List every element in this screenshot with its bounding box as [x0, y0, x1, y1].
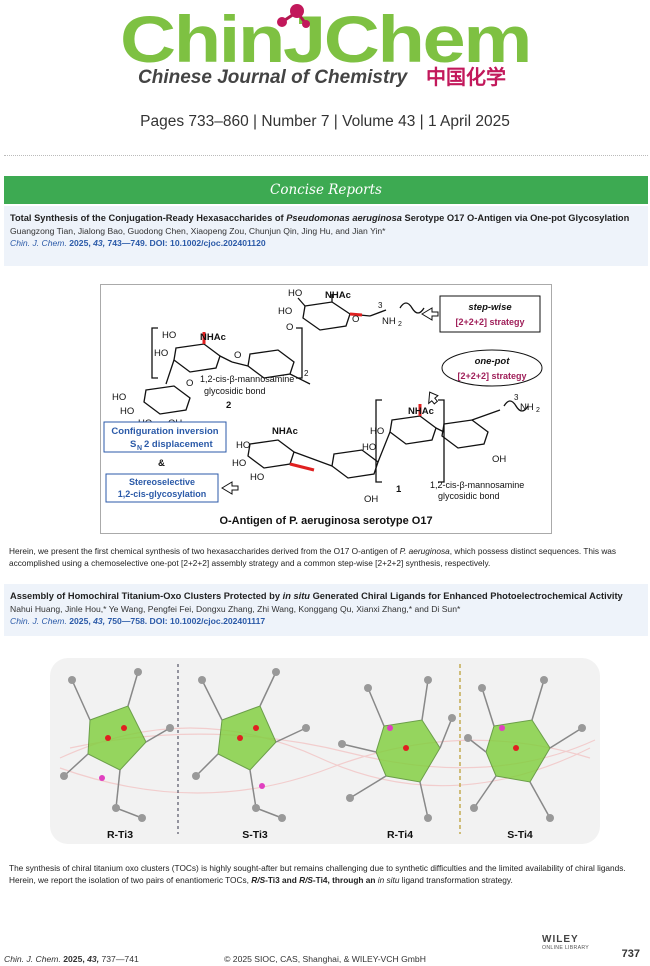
- cluster-label-s-ti4: S-Ti4: [507, 829, 533, 841]
- journal-name: Chinese Journal of Chemistry: [138, 67, 409, 88]
- svg-text:glycosidic bond: glycosidic bond: [438, 491, 500, 501]
- glycan-scheme: HO NHAc HO O O 3 NH 2 HO NHAc HO O O 2 H…: [100, 284, 552, 534]
- svg-text:HO: HO: [236, 440, 250, 451]
- cluster-s-ti3: [192, 668, 310, 822]
- svg-text:glycosidic bond: glycosidic bond: [204, 386, 266, 396]
- cluster-figure: R-Ti3 S-Ti3 R-Ti4 S-Ti4: [50, 658, 600, 844]
- svg-text:NHAc: NHAc: [325, 290, 351, 301]
- journal-name-cn: 中国化学: [426, 65, 506, 89]
- svg-text:HO: HO: [120, 406, 134, 417]
- svg-text:2: 2: [536, 407, 540, 414]
- svg-text:step-wise: step-wise: [468, 302, 512, 313]
- article-authors-1: Guangzong Tian, Jialong Bao, Guodong Che…: [10, 226, 386, 236]
- cluster-label-r-ti3: R-Ti3: [107, 829, 133, 841]
- article-abstract-1: Herein, we present the first chemical sy…: [9, 546, 617, 568]
- svg-text:HO: HO: [250, 472, 264, 483]
- cluster-r-ti4: [338, 676, 456, 822]
- svg-text:2 displacement: 2 displacement: [144, 439, 213, 450]
- svg-text:O: O: [286, 322, 293, 333]
- journal-logo: ChinJChem Chinese Journal of Chemistry 中…: [120, 2, 532, 89]
- svg-text:3: 3: [378, 301, 383, 310]
- svg-text:S: S: [130, 439, 136, 450]
- svg-text:HO: HO: [154, 348, 168, 359]
- svg-text:NHAc: NHAc: [272, 426, 298, 437]
- svg-text:one-pot: one-pot: [475, 356, 511, 367]
- svg-text:HO: HO: [370, 426, 384, 437]
- article-title-1[interactable]: Total Synthesis of the Conjugation-Ready…: [10, 213, 630, 223]
- svg-text:2: 2: [226, 400, 231, 411]
- svg-text:HO: HO: [162, 330, 176, 341]
- footer-citation: Chin. J. Chem. 2025, 43, 737—741: [4, 954, 139, 964]
- publisher-sub: ONLINE LIBRARY: [542, 945, 590, 951]
- article-citation-1[interactable]: Chin. J. Chem. 2025, 43, 743—749. DOI: 1…: [10, 238, 266, 248]
- section-label: Concise Reports: [270, 182, 382, 198]
- svg-text:1: 1: [396, 484, 402, 495]
- article-authors-2: Nahui Huang, Jinle Hou,* Ye Wang, Pengfe…: [10, 604, 461, 614]
- article-abstract-2: The synthesis of chiral titanium oxo clu…: [9, 863, 626, 885]
- svg-text:Stereoselective: Stereoselective: [129, 477, 195, 487]
- svg-text:OH: OH: [364, 494, 378, 505]
- svg-text:HO: HO: [288, 288, 302, 299]
- svg-text:N: N: [137, 445, 142, 452]
- article-title-2[interactable]: Assembly of Homochiral Titanium-Oxo Clus…: [10, 591, 623, 601]
- cluster-label-s-ti3: S-Ti3: [242, 829, 268, 841]
- svg-text:OH: OH: [492, 454, 506, 465]
- svg-text:1,2-cis-glycosylation: 1,2-cis-glycosylation: [118, 489, 207, 499]
- svg-text:&: &: [158, 458, 165, 469]
- svg-text:O: O: [234, 350, 241, 361]
- logo-text: ChinJChem: [120, 2, 530, 76]
- svg-text:1,2-cis-β-mannosamine: 1,2-cis-β-mannosamine: [200, 374, 294, 384]
- svg-text:Configuration inversion: Configuration inversion: [111, 426, 218, 437]
- article-header-2: Assembly of Homochiral Titanium-Oxo Clus…: [4, 584, 648, 636]
- cluster-r-ti3: [60, 668, 174, 822]
- publisher-name: WILEY: [542, 934, 579, 945]
- wiley-logo: WILEY ONLINE LIBRARY: [542, 934, 598, 964]
- article-header-1: Total Synthesis of the Conjugation-Ready…: [4, 206, 648, 266]
- cluster-s-ti4: [464, 676, 586, 822]
- svg-text:[2+2+2] strategy: [2+2+2] strategy: [457, 371, 526, 381]
- svg-text:NH: NH: [520, 402, 534, 413]
- svg-text:[2+2+2] strategy: [2+2+2] strategy: [455, 317, 524, 327]
- molecule-icon: [277, 4, 310, 28]
- svg-text:HO: HO: [112, 392, 126, 403]
- svg-text:NHAc: NHAc: [200, 332, 226, 343]
- svg-text:HO: HO: [232, 458, 246, 469]
- section-banner: Concise Reports: [4, 176, 648, 204]
- svg-text:HO: HO: [362, 442, 376, 453]
- issue-line: Pages 733–860 | Number 7 | Volume 43 | 1…: [140, 113, 510, 130]
- page-number: 737: [621, 948, 640, 960]
- svg-text:O: O: [186, 378, 193, 389]
- svg-text:NHAc: NHAc: [408, 406, 434, 417]
- svg-text:O-Antigen of P. aeruginosa ser: O-Antigen of P. aeruginosa serotype O17: [219, 515, 432, 527]
- cluster-label-r-ti4: R-Ti4: [387, 829, 413, 841]
- svg-text:2: 2: [398, 321, 402, 328]
- svg-text:1,2-cis-β-mannosamine: 1,2-cis-β-mannosamine: [430, 480, 524, 490]
- svg-text:O: O: [352, 314, 359, 325]
- article-citation-2[interactable]: Chin. J. Chem. 2025, 43, 750—758. DOI: 1…: [10, 616, 266, 626]
- header-divider: [4, 155, 648, 156]
- svg-text:NH: NH: [382, 316, 396, 327]
- svg-text:HO: HO: [278, 306, 292, 317]
- svg-text:2: 2: [304, 369, 309, 378]
- svg-text:3: 3: [514, 393, 519, 402]
- footer-copyright: © 2025 SIOC, CAS, Shanghai, & WILEY-VCH …: [224, 954, 426, 964]
